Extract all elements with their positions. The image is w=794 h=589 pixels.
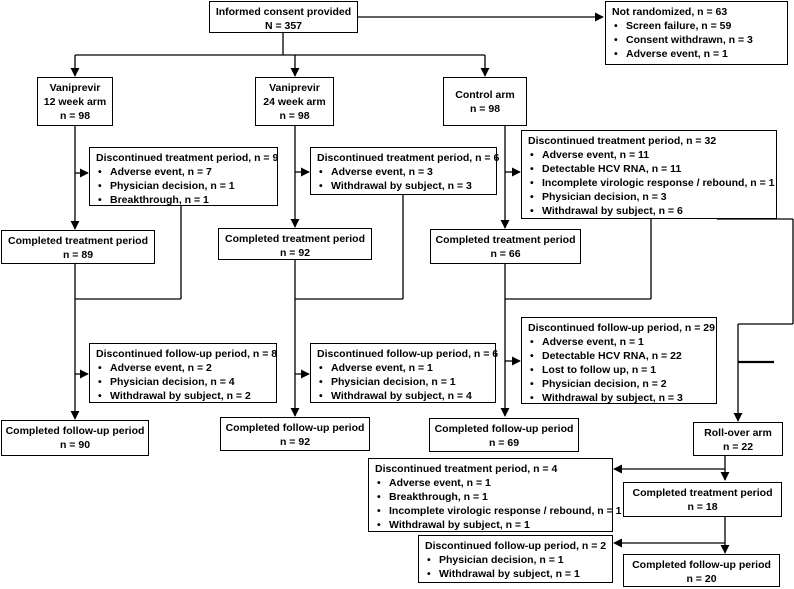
box-title: Completed treatment period (7, 235, 149, 247)
list-item: Consent withdrawn, n = 3 (612, 33, 783, 47)
control-header-box: Control arm n = 98 (443, 77, 527, 126)
box-count: n = 22 (722, 441, 754, 453)
list-item: Withdrawal by subject, n = 1 (375, 518, 608, 532)
list-item: Adverse event, n = 1 (612, 47, 783, 61)
control-completed-followup-box: Completed follow-up period n = 69 (429, 418, 579, 452)
informed-consent-box: Informed consent provided N = 357 (209, 1, 358, 33)
box-title: Completed follow-up period (225, 422, 365, 434)
box-count: n = 98 (279, 110, 310, 122)
arm12-discontinued-followup-box: Discontinued follow-up period, n = 8 Adv… (89, 343, 277, 403)
rollover-discontinued-followup-box: Discontinued follow-up period, n = 2 Phy… (418, 535, 613, 583)
arm24-discontinued-treatment-box: Discontinued treatment period, n = 6 Adv… (310, 147, 500, 195)
box-title: Completed follow-up period (5, 425, 145, 437)
box-count: n = 89 (62, 249, 94, 261)
list-item: Adverse event, n = 1 (528, 335, 712, 349)
box-title: Discontinued follow-up period, n = 29 (528, 322, 715, 334)
box-title: Completed treatment period (435, 234, 576, 246)
list-item: Withdrawal by subject, n = 3 (317, 179, 492, 193)
box-title: Completed follow-up period (434, 423, 574, 435)
rollover-discontinued-treatment-box: Discontinued treatment period, n = 4 Adv… (368, 458, 622, 532)
rollover-completed-treatment-box: Completed treatment period n = 18 (623, 482, 782, 517)
list-item: Detectable HCV RNA, n = 11 (528, 162, 772, 176)
list-item: Withdrawal by subject, n = 4 (317, 389, 491, 403)
list-item: Adverse event, n = 3 (317, 165, 492, 179)
list-item: Adverse event, n = 11 (528, 148, 772, 162)
box-title: Discontinued treatment period, n = 9 (96, 152, 279, 164)
rollover-header-box: Roll-over arm n = 22 (693, 422, 783, 456)
arm-duration: 24 week arm (263, 96, 326, 108)
list-item: Physician decision, n = 1 (425, 553, 608, 567)
arm24-header-box: Vaniprevir 24 week arm n = 98 (255, 77, 334, 126)
list-item: Withdrawal by subject, n = 6 (528, 204, 772, 218)
list-item: Breakthrough, n = 1 (375, 490, 608, 504)
arm24-completed-treatment-box: Completed treatment period n = 92 (218, 228, 372, 260)
control-completed-treatment-box: Completed treatment period n = 66 (430, 229, 581, 264)
box-title: Completed follow-up period (632, 559, 771, 571)
box-count: n = 18 (687, 501, 718, 513)
box-count: n = 20 (686, 573, 717, 585)
list-item: Adverse event, n = 1 (375, 476, 608, 490)
list-item: Withdrawal by subject, n = 1 (425, 567, 608, 581)
list-item: Adverse event, n = 1 (317, 361, 491, 375)
box-title: Completed treatment period (224, 233, 366, 245)
list-item: Incomplete virologic response / rebound,… (528, 176, 775, 190)
box-count: n = 69 (488, 437, 520, 449)
arm12-completed-treatment-box: Completed treatment period n = 89 (1, 230, 155, 264)
list-item: Adverse event, n = 2 (96, 361, 272, 375)
box-count: n = 90 (59, 439, 91, 451)
control-discontinued-followup-box: Discontinued follow-up period, n = 29 Ad… (521, 317, 717, 405)
arm-duration: 12 week arm (43, 96, 107, 108)
arm12-discontinued-treatment-box: Discontinued treatment period, n = 9 Adv… (89, 147, 279, 207)
box-title: Discontinued follow-up period, n = 2 (425, 540, 607, 552)
box-count: n = 98 (59, 110, 91, 122)
control-discontinued-treatment-box: Discontinued treatment period, n = 32 Ad… (521, 130, 777, 219)
box-count: N = 357 (264, 20, 303, 32)
list-item: Physician decision, n = 1 (96, 179, 273, 193)
arm24-completed-followup-box: Completed follow-up period n = 92 (220, 417, 370, 451)
box-title: Discontinued treatment period, n = 32 (528, 135, 717, 147)
rollover-completed-followup-box: Completed follow-up period n = 20 (623, 554, 780, 587)
box-title: Discontinued treatment period, n = 6 (317, 152, 500, 164)
box-title: Discontinued treatment period, n = 4 (375, 463, 558, 475)
box-title: Not randomized, n = 63 (612, 6, 728, 18)
list-item: Physician decision, n = 3 (528, 190, 772, 204)
box-title: Discontinued follow-up period, n = 6 (317, 348, 499, 360)
arm-name: Roll-over arm (704, 427, 772, 439)
not-randomized-box: Not randomized, n = 63 Screen failure, n… (605, 1, 788, 65)
box-count: n = 92 (279, 436, 311, 448)
list-item: Withdrawal by subject, n = 2 (96, 389, 272, 403)
box-count: n = 66 (490, 248, 521, 260)
box-count: n = 98 (469, 103, 501, 115)
arm24-discontinued-followup-box: Discontinued follow-up period, n = 6 Adv… (310, 343, 499, 403)
list-item: Detectable HCV RNA, n = 22 (528, 349, 712, 363)
list-item: Breakthrough, n = 1 (96, 193, 273, 207)
box-count: n = 92 (279, 247, 311, 259)
list-item: Physician decision, n = 4 (96, 375, 272, 389)
arm-name: Control arm (455, 89, 515, 101)
arm12-header-box: Vaniprevir 12 week arm n = 98 (37, 77, 113, 126)
arm-name: Vaniprevir (49, 82, 101, 94)
list-item: Physician decision, n = 2 (528, 377, 712, 391)
list-item: Screen failure, n = 59 (612, 19, 783, 33)
arm12-completed-followup-box: Completed follow-up period n = 90 (1, 420, 149, 456)
list-item: Adverse event, n = 7 (96, 165, 273, 179)
box-title: Discontinued follow-up period, n = 8 (96, 348, 278, 360)
box-title: Informed consent provided (215, 6, 352, 18)
list-item: Lost to follow up, n = 1 (528, 363, 712, 377)
arm-name: Vaniprevir (269, 82, 320, 94)
box-title: Completed treatment period (632, 487, 773, 499)
list-item: Physician decision, n = 1 (317, 375, 491, 389)
list-item: Incomplete virologic response / rebound,… (375, 504, 622, 518)
list-item: Withdrawal by subject, n = 3 (528, 391, 712, 405)
